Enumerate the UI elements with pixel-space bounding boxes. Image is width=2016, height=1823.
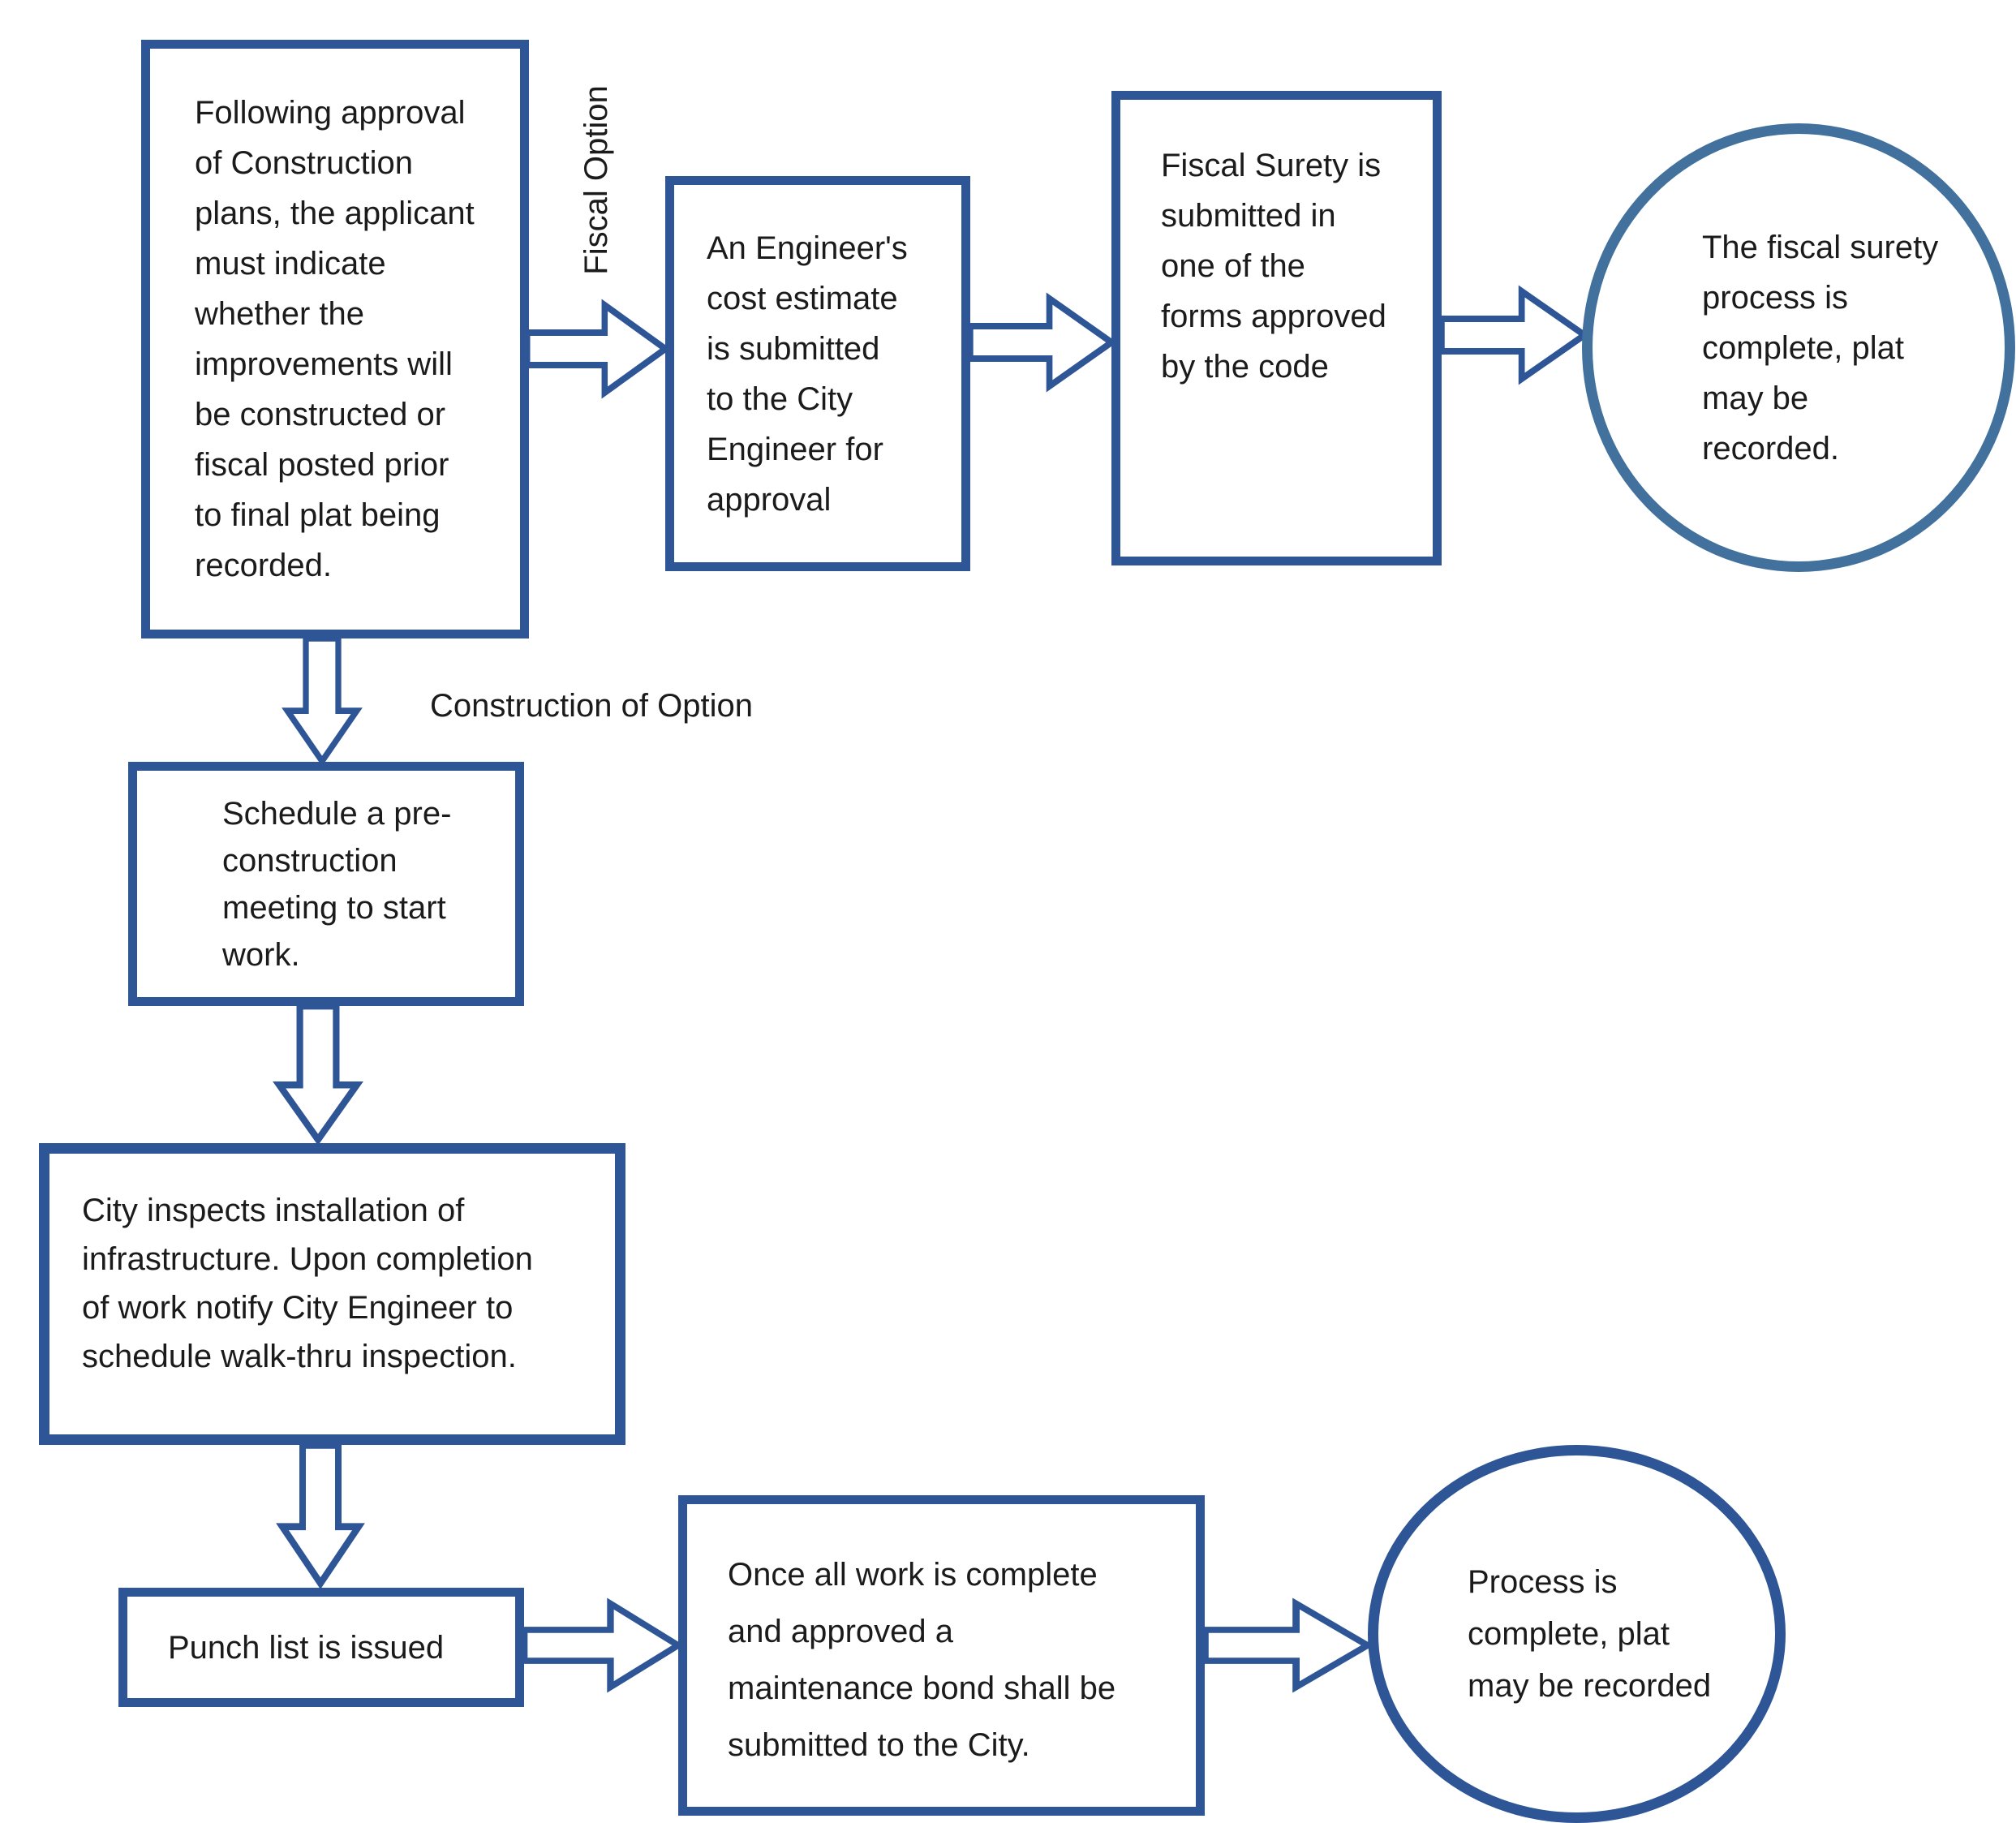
node-engineer-cost-estimate: An Engineer's cost estimate is submitted… <box>665 176 970 571</box>
right-arrow-icon <box>1201 1597 1371 1693</box>
right-arrow-icon <box>521 1597 681 1693</box>
node-preconstruction-meeting: Schedule a pre- construction meeting to … <box>128 762 524 1006</box>
terminal-fiscal-surety-complete: The fiscal surety process is complete, p… <box>1582 123 2015 572</box>
right-arrow-icon <box>967 292 1115 393</box>
down-arrow-icon <box>282 635 363 765</box>
node-maintenance-bond: Once all work is complete and approved a… <box>678 1495 1205 1816</box>
down-arrow-icon <box>276 1442 365 1588</box>
terminal-process-complete: Process is complete, plat may be recorde… <box>1368 1445 1786 1823</box>
node-city-inspects-infrastructure: City inspects installation of infrastruc… <box>39 1143 625 1445</box>
node-fiscal-surety-submitted: Fiscal Surety is submitted in one of the… <box>1111 91 1442 565</box>
branch-label-fiscal-option: Fiscal Option <box>578 85 614 275</box>
branch-label-construction-option: Construction of Option <box>430 688 753 724</box>
node-punch-list: Punch list is issued <box>118 1588 524 1707</box>
right-arrow-icon <box>1438 285 1588 385</box>
right-arrow-icon <box>524 299 668 399</box>
node-start-decision: Following approval of Construction plans… <box>141 40 529 638</box>
down-arrow-icon <box>273 1003 363 1144</box>
